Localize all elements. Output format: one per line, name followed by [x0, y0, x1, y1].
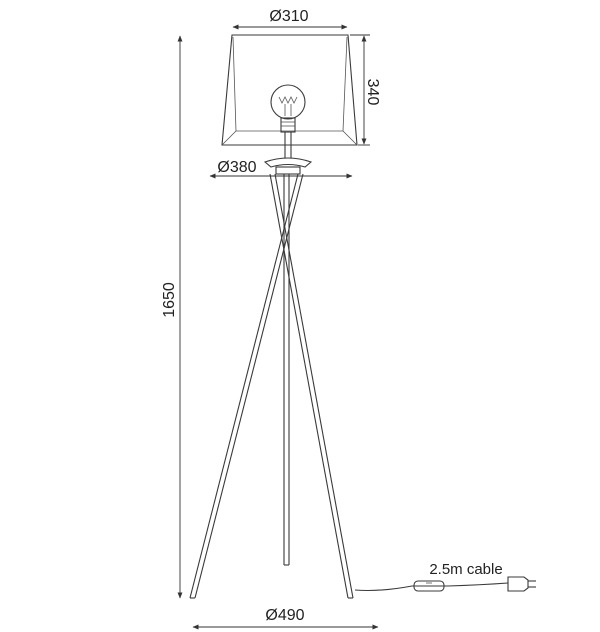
base-diameter-label: Ø490: [265, 607, 304, 624]
total-height-label: 1650: [161, 282, 178, 318]
light-bulb: [270, 84, 306, 133]
shade-top-diameter-label: Ø310: [269, 8, 308, 25]
dimension-shade-height: [350, 34, 370, 146]
shade-bottom-diameter-label: Ø380: [217, 159, 256, 176]
tripod-legs: [189, 173, 354, 599]
cable-length-label: 2.5m cable: [429, 561, 502, 578]
lamp-stem: [263, 132, 313, 175]
lamp-shade: [221, 34, 358, 146]
power-plug-icon: [507, 576, 536, 592]
power-cable: [354, 580, 509, 592]
shade-height-label: 340: [364, 79, 381, 106]
